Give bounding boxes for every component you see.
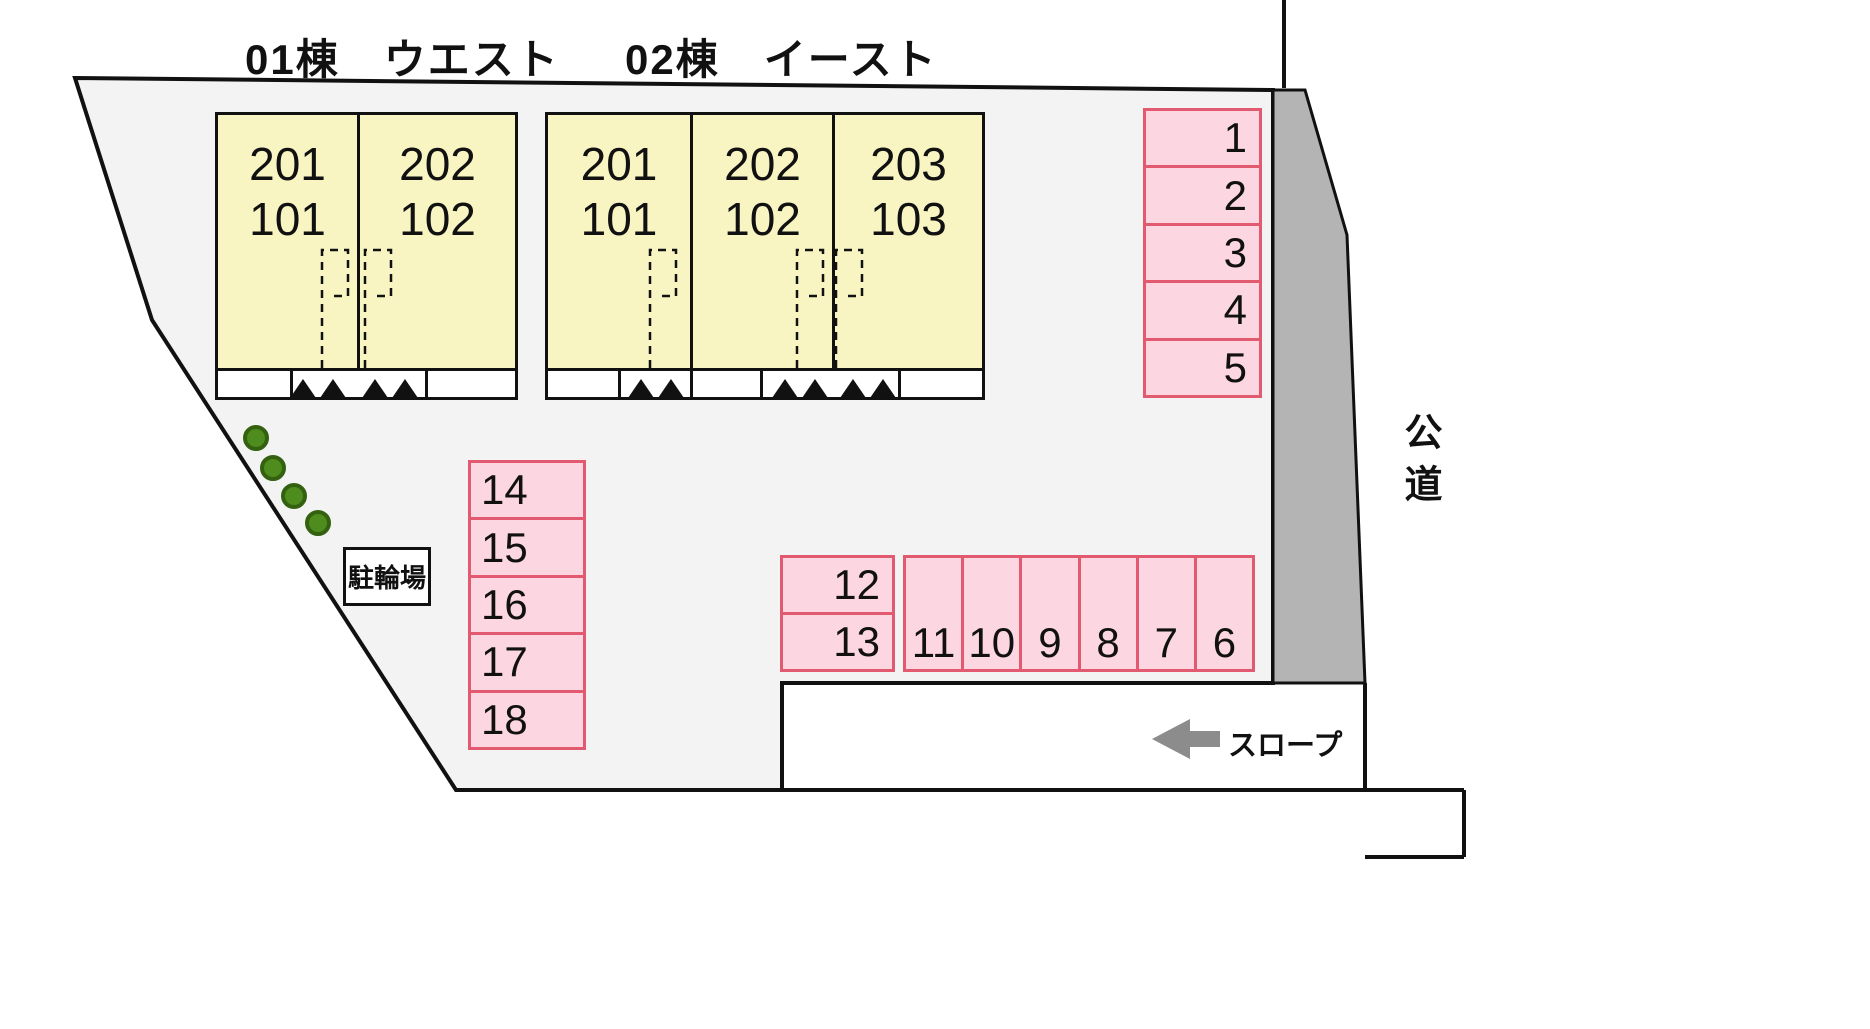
unit-upper-number: 202: [399, 138, 476, 190]
unit-lower-number: 102: [724, 193, 801, 245]
road-shoulder-strip: [1271, 88, 1367, 685]
unit-lower-number: 102: [399, 193, 476, 245]
building-01-title: 01棟 ウエスト: [245, 36, 560, 83]
parking-space-4: 4: [1146, 280, 1259, 337]
building-02-unit-divider: [690, 115, 693, 368]
unit-201-101: 201 101: [548, 137, 690, 247]
bicycle-parking-box: 駐輪場: [343, 547, 431, 606]
unit-203-103: 203 103: [835, 137, 982, 247]
tree-icon: [260, 455, 286, 481]
building-01-unit-divider: [357, 115, 360, 368]
parking-space-1: 1: [1223, 114, 1247, 162]
building-02-east: 201 101 202 102 203 103: [545, 112, 985, 400]
unit-202-102: 202 102: [360, 137, 515, 247]
unit-upper-number: 203: [870, 138, 947, 190]
slope-arrow-icon: [1152, 719, 1220, 759]
parking-space-16: 16: [471, 574, 583, 632]
building-02-unit-divider: [832, 115, 835, 368]
parking-space-10: 10: [961, 558, 1019, 669]
tree-icon: [305, 510, 331, 536]
parking-space-15: 15: [471, 517, 583, 574]
unit-upper-number: 202: [724, 138, 801, 190]
public-road-label: 公道: [1398, 412, 1440, 516]
parking-space-5: 5: [1146, 337, 1259, 395]
parking-column-right: 1 2 3 4 5: [1143, 108, 1262, 398]
unit-upper-number: 201: [249, 138, 326, 190]
parking-column-left: 14 15 16 17 18: [468, 460, 586, 750]
parking-space-2: 2: [1146, 165, 1259, 222]
parking-space-3: 3: [1146, 222, 1259, 280]
parking-space-7: 7: [1135, 558, 1194, 669]
building-02-title: 02棟 イースト: [625, 36, 938, 83]
parking-space-8: 8: [1077, 558, 1136, 669]
parking-stack-12-13: 12 13: [780, 555, 895, 672]
unit-lower-number: 101: [580, 193, 658, 245]
bicycle-parking-label: 駐輪場: [347, 563, 426, 593]
strip-divider: [290, 371, 293, 397]
tree-icon: [243, 425, 269, 451]
parking-space-12: 12: [833, 561, 880, 608]
parking-space-14: 14: [481, 466, 528, 514]
strip-divider: [425, 371, 428, 397]
building-01-west: 201 101 202 102: [215, 112, 518, 400]
unit-lower-number: 103: [870, 193, 947, 245]
unit-lower-number: 101: [249, 193, 326, 245]
strip-divider: [690, 371, 693, 397]
building-02-unit-area: [548, 115, 982, 371]
strip-divider: [618, 371, 621, 397]
parking-space-13: 13: [783, 612, 892, 669]
parking-space-11: 11: [911, 619, 956, 666]
strip-divider: [898, 371, 901, 397]
parking-space-18: 18: [471, 689, 583, 747]
parking-space-17: 17: [471, 632, 583, 689]
unit-201-101: 201 101: [218, 137, 357, 247]
parking-space-9: 9: [1019, 558, 1077, 669]
unit-202-102: 202 102: [693, 137, 832, 247]
parking-space-6: 6: [1193, 558, 1252, 669]
slope-label: スロープ: [1228, 730, 1343, 762]
parking-row-bottom: 11 10 9 8 7 6: [903, 555, 1255, 672]
unit-upper-number: 201: [580, 138, 658, 190]
tree-icon: [281, 483, 307, 509]
strip-divider: [760, 371, 763, 397]
